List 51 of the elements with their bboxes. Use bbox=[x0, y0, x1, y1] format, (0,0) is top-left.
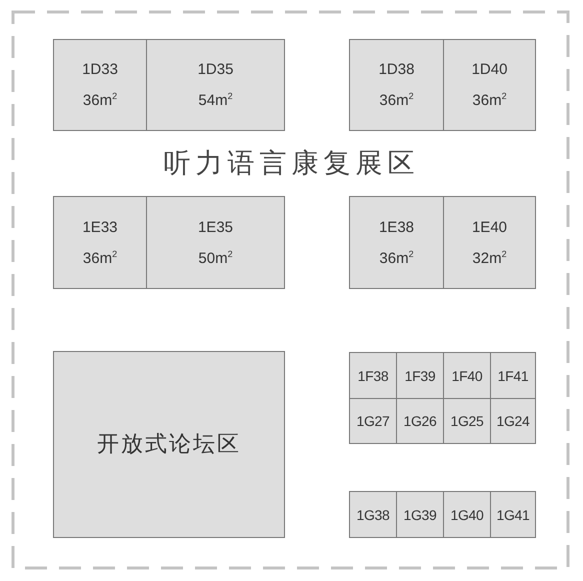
booth-box bbox=[490, 352, 536, 399]
zone-title: 听力语言康复展区 bbox=[164, 147, 420, 181]
booth-number: 1D40 bbox=[472, 60, 508, 80]
booth-box bbox=[443, 491, 491, 538]
booth-box bbox=[443, 398, 491, 444]
booth-box bbox=[490, 398, 536, 444]
booth-number: 1F40 bbox=[452, 366, 482, 386]
booth-number: 1E40 bbox=[472, 218, 508, 238]
booth-number: 1F41 bbox=[498, 366, 528, 386]
booth-area: 36m$^{2}$ bbox=[379, 83, 414, 114]
booth-number: 1F38 bbox=[358, 366, 388, 386]
booth-area: 50m$^{2}$ bbox=[198, 240, 233, 272]
booth-area: 32m$^{2}$ bbox=[472, 240, 507, 272]
booth-number: 1G25 bbox=[450, 412, 484, 431]
booth-number: 1G38 bbox=[356, 506, 390, 524]
booth-box bbox=[349, 352, 397, 399]
booth-number: 1G40 bbox=[450, 506, 484, 524]
booth-number: 1G27 bbox=[356, 412, 390, 431]
booth-box bbox=[396, 352, 444, 399]
booth-number: 1D38 bbox=[378, 60, 414, 80]
booth-box bbox=[490, 491, 536, 538]
booth-number: 1G39 bbox=[403, 506, 437, 524]
booth-box bbox=[396, 491, 444, 538]
booth-number: 1F39 bbox=[404, 366, 436, 386]
booth-number: 1G41 bbox=[496, 506, 530, 524]
booth-area: 36m$^{2}$ bbox=[379, 240, 414, 272]
booth-box bbox=[53, 39, 147, 131]
booth-number: 1E33 bbox=[82, 218, 118, 238]
booth-number: 1G26 bbox=[403, 412, 437, 431]
booth-box bbox=[349, 196, 444, 289]
forum-area-box bbox=[53, 351, 285, 538]
booth-area: 36m$^{2}$ bbox=[472, 83, 507, 114]
zone-name: 开放式论坛区 bbox=[97, 434, 241, 456]
booth-number: 1E38 bbox=[378, 218, 414, 238]
booth-box bbox=[146, 39, 285, 131]
booth-number: 1G24 bbox=[496, 412, 530, 431]
booth-number: 1E35 bbox=[198, 218, 234, 238]
booth-box bbox=[443, 39, 536, 131]
booth-box bbox=[443, 352, 491, 399]
booth-area: 36m$^{2}$ bbox=[82, 83, 118, 114]
booth-area: 54m$^{2}$ bbox=[198, 83, 233, 114]
booth-number: 1D35 bbox=[198, 60, 234, 80]
booth-number: 1D33 bbox=[82, 60, 118, 80]
booth-box bbox=[53, 196, 147, 289]
booth-box bbox=[146, 196, 285, 289]
booth-box bbox=[349, 491, 397, 538]
booth-box bbox=[443, 196, 536, 289]
booth-box bbox=[349, 39, 444, 131]
booth-box bbox=[396, 398, 444, 444]
booth-area: 36m$^{2}$ bbox=[82, 240, 118, 272]
booth-box bbox=[349, 398, 397, 444]
